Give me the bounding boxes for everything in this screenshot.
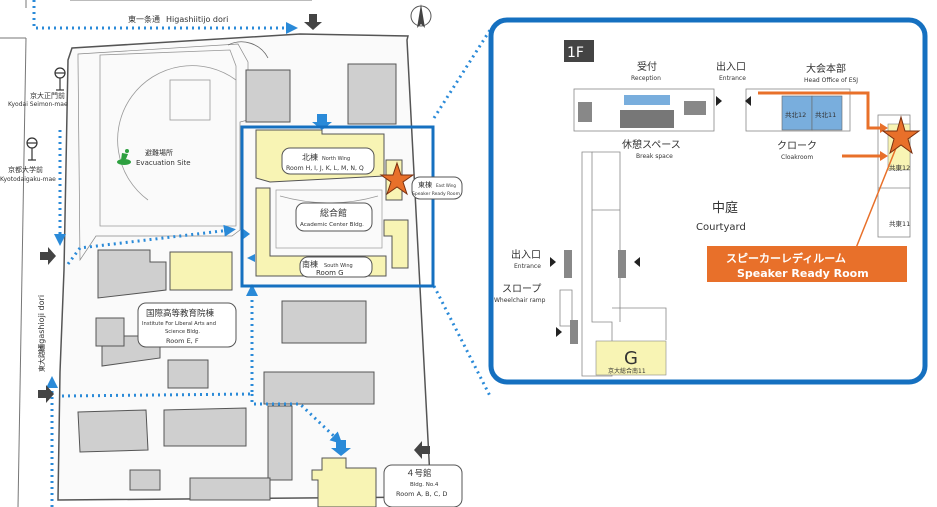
slope-en: Wheelchair ramp (494, 297, 546, 304)
break-space-en: Break space (636, 153, 673, 160)
room-kyohoku11-label: 共北11 (815, 110, 836, 119)
gray-buildings (77, 63, 397, 501)
speaker-ready-jp: スピーカーレディルーム (726, 251, 846, 265)
zoom-highlight-frame (240, 125, 435, 288)
head-office-jp: 大会本部 (806, 62, 846, 75)
north-wing-jp: 北棟 (302, 152, 318, 162)
entrance-top-jp: 出入口 (716, 60, 746, 73)
bus-stop-icon (54, 67, 66, 91)
liberal-arts-jp: 国際高等教育院棟 (146, 308, 215, 319)
bus-stop-2-jp: 京都大学前 (8, 165, 43, 174)
floor-badge (564, 40, 594, 62)
stairs (684, 101, 706, 115)
courtyard-jp: 中庭 (712, 200, 738, 216)
entrance-top-en: Entrance (719, 75, 746, 82)
east-wing-jp: 東棟 (418, 180, 432, 189)
head-office-en: Head Office of ESJ (804, 77, 858, 84)
south-wing-en: South Wing (324, 263, 353, 269)
bus-stop-2-en: Kyotodaigaku-mae (0, 176, 56, 183)
east-wing-note: Speaker Ready Room (412, 191, 460, 197)
north-wing-label-box (281, 147, 375, 175)
room-g (595, 340, 667, 376)
room-kyohoku12-label: 共北12 (785, 110, 806, 119)
south-wing-label-box (299, 256, 373, 278)
cloakroom-jp: クローク (777, 140, 817, 152)
stairs (578, 102, 592, 122)
inset-entrance-arrow-icons (550, 96, 751, 337)
wall-block (570, 320, 578, 344)
north-street-label-jp: 東一条通 (128, 14, 160, 24)
entrance-blue-arrows (242, 114, 351, 456)
north-street-label-en: Higashiitijo dori (166, 15, 228, 24)
bus-stop-1-jp: 京大正門前 (30, 91, 65, 100)
room-kyohoku12 (781, 95, 813, 131)
north-arrow-icon (410, 4, 432, 28)
room-kyohoku11 (811, 95, 843, 131)
break-space-area (620, 110, 674, 128)
entrance-left-jp: 出入口 (511, 248, 541, 261)
south-wing-jp: 南棟 (302, 259, 318, 269)
star-marker-icon (881, 115, 921, 155)
bldg4-jp: ４号館 (406, 468, 432, 479)
liberal-arts-en-1: Institute For Liberal Arts and (142, 321, 216, 327)
entrance-left-en: Entrance (514, 263, 541, 270)
liberal-arts-rooms: Room E, F (166, 337, 199, 345)
evacuation-label-jp: 避難場所 (145, 148, 173, 157)
speaker-ready-banner (707, 246, 907, 282)
room-g-label: G (624, 348, 638, 369)
east-wing-label-box (411, 176, 463, 200)
bldg4-label-box (383, 464, 463, 507)
room-kyoto12-label: 共東12 (889, 163, 910, 172)
academic-center-label-box (295, 202, 373, 232)
liberal-arts-label-box (137, 302, 237, 348)
bus-stop-icon (26, 137, 38, 161)
bus-stop-1-en: Kyodai Seimon-mae (8, 101, 68, 108)
speaker-room-arrows (758, 91, 897, 249)
reception-desk (624, 95, 670, 105)
west-street-label-jp: 東大路通 (37, 344, 46, 372)
slope-jp: スロープ (502, 283, 541, 295)
bldg4-en: Bldg. No.4 (410, 482, 439, 488)
floor-plan (559, 88, 911, 377)
street-lines (0, 0, 312, 507)
cloakroom-en: Cloakroom (781, 154, 813, 161)
reception-jp: 受付 (637, 60, 657, 73)
wall-block (618, 250, 626, 278)
walking-routes (32, 0, 492, 507)
south-wing-rooms: Room G (316, 269, 344, 277)
break-space-jp: 休憩スペース (622, 138, 681, 151)
north-wing-en: North Wing (322, 156, 350, 162)
star-marker-icon (379, 161, 415, 196)
evacuation-label-en: Evacuation Site (136, 159, 191, 167)
floor-label: 1F (567, 45, 584, 61)
evacuation-icon (117, 149, 131, 165)
reception-en: Reception (631, 75, 661, 82)
academic-center-jp: 総合館 (320, 207, 347, 219)
west-street-label-en: Higashioji dori (37, 295, 46, 352)
courtyard-en: Courtyard (696, 222, 746, 233)
room-south11-label: 京大総合南11 (608, 367, 646, 375)
north-wing-rooms: Room H, I, J, K, L, M, N, Q (286, 165, 364, 172)
wall-block (564, 250, 572, 278)
speaker-ready-en: Speaker Ready Room (737, 267, 869, 280)
bldg4-rooms: Room A, B, C, D (396, 490, 447, 498)
liberal-arts-en-2: Science Bldg. (165, 329, 200, 335)
evacuation-field (99, 49, 237, 227)
academic-center-en: Academic Center Bldg. (300, 222, 364, 228)
room-kyoto11-label: 共東11 (889, 219, 910, 228)
east-wing-en: East Wing (436, 183, 456, 188)
